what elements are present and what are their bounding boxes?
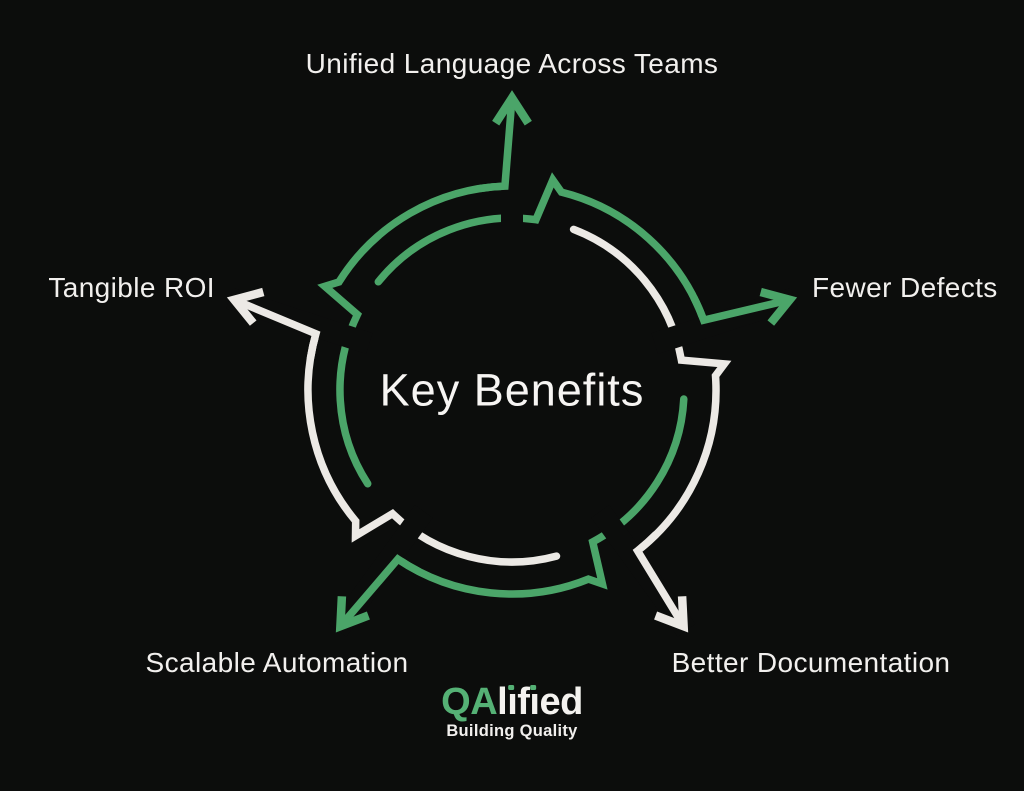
segment-arc-green bbox=[374, 172, 708, 324]
arrowhead-icon bbox=[226, 287, 265, 326]
qalified-wordmark: QAlıfıed bbox=[441, 683, 583, 721]
qalified-logo: QAlıfıed Building Quality bbox=[441, 683, 583, 742]
diagram-title: Key Benefits bbox=[379, 364, 645, 416]
logo-qa-part: QA bbox=[441, 681, 498, 723]
arrow-shaft bbox=[690, 295, 791, 325]
benefit-label-fewer-defects: Fewer Defects bbox=[812, 272, 998, 303]
segment-arc-white bbox=[304, 330, 561, 566]
benefit-label-unified-language: Unified Language Across Teams bbox=[305, 48, 719, 79]
arrow-shaft bbox=[479, 97, 516, 193]
segment-arc-green bbox=[394, 395, 688, 598]
arrow-shaft bbox=[337, 554, 422, 629]
segment-arc-green bbox=[317, 182, 509, 488]
benefit-label-scalable-automation: Scalable Automation bbox=[145, 647, 409, 678]
arrowhead-icon bbox=[654, 596, 689, 633]
segment-arc-white bbox=[569, 225, 732, 555]
arrowhead-icon bbox=[759, 287, 798, 326]
arrow-shaft bbox=[632, 531, 687, 629]
arrowhead-icon bbox=[492, 90, 532, 126]
benefit-label-better-documentation: Better Documentation bbox=[671, 647, 951, 678]
logo-tagline: Building Quality bbox=[446, 722, 578, 740]
arrowhead-icon bbox=[335, 596, 370, 633]
arrow-shaft bbox=[232, 296, 321, 359]
benefit-label-tangible-roi: Tangible ROI bbox=[48, 272, 215, 303]
logo-lified-part: lıfıed bbox=[497, 681, 583, 723]
